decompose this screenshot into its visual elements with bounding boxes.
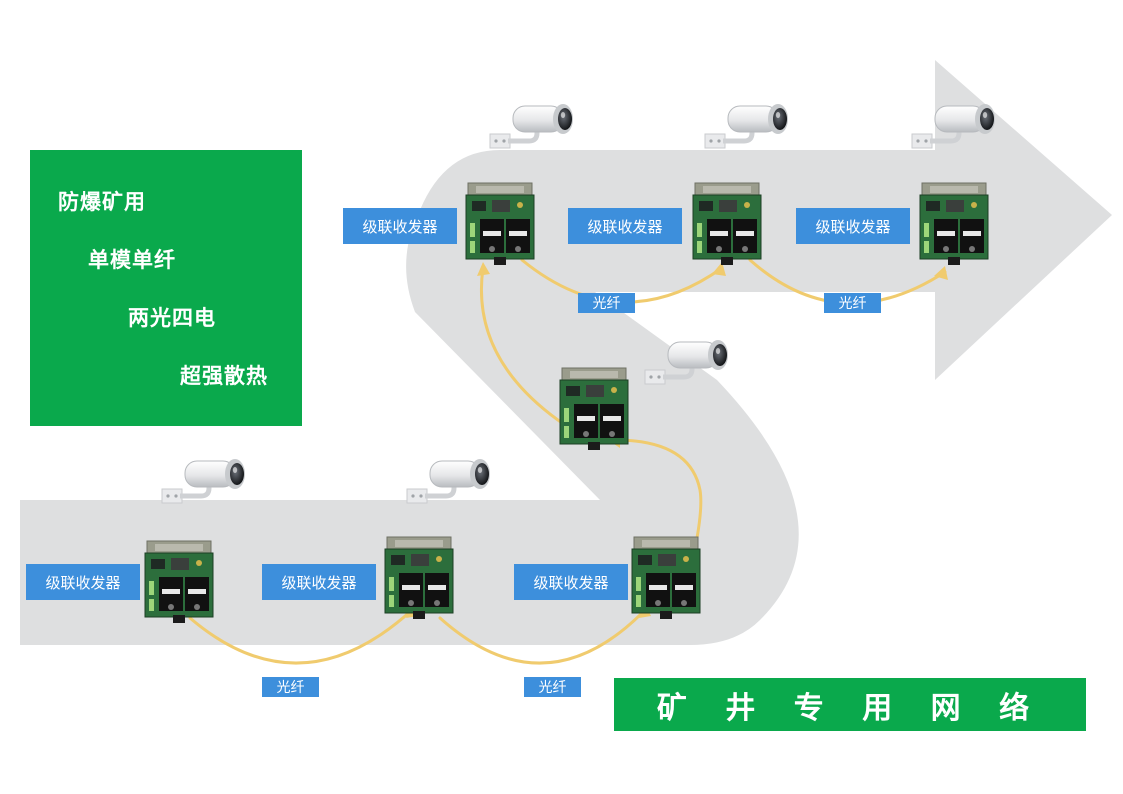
- route-path-background: [20, 60, 1112, 645]
- device-label: 级联收发器: [26, 564, 140, 600]
- transceiver-board-icon: [559, 367, 629, 451]
- feature-panel: 防爆矿用 单模单纤 两光四电 超强散热: [30, 150, 302, 426]
- fiber-link: [438, 608, 647, 665]
- device-label: 级联收发器: [796, 208, 910, 244]
- surveillance-camera-icon: [705, 104, 788, 148]
- feature-explosion-proof: 防爆矿用: [58, 190, 146, 214]
- transceiver-board-icon: [144, 540, 214, 624]
- fiber-arrowhead: [934, 266, 948, 280]
- surveillance-camera-icon: [162, 459, 245, 503]
- fiber-link: [188, 608, 414, 665]
- fiber-label: 光纤: [262, 677, 319, 697]
- device-label: 级联收发器: [343, 208, 457, 244]
- transceiver-board-icon: [465, 182, 535, 266]
- fiber-label: 光纤: [578, 293, 635, 313]
- device-label: 级联收发器: [262, 564, 376, 600]
- fiber-label: 光纤: [524, 677, 581, 697]
- device-label: 级联收发器: [514, 564, 628, 600]
- fiber-arrowhead: [712, 262, 726, 276]
- feature-single-mode: 单模单纤: [88, 248, 176, 272]
- fiber-label: 光纤: [824, 293, 881, 313]
- transceiver-board-icon: [631, 536, 701, 620]
- fiber-link: [479, 266, 567, 427]
- device-label: 级联收发器: [568, 208, 682, 244]
- surveillance-camera-icon: [407, 459, 490, 503]
- transceiver-board-icon: [384, 536, 454, 620]
- mine-network-banner: 矿 井 专 用 网 络: [614, 678, 1086, 731]
- transceiver-board-icon: [692, 182, 762, 266]
- surveillance-camera-icon: [490, 104, 573, 148]
- feature-heat-dissipation: 超强散热: [180, 364, 268, 388]
- feature-ports: 两光四电: [128, 306, 216, 330]
- fiber-arrowhead: [477, 262, 490, 276]
- transceiver-board-icon: [919, 182, 989, 266]
